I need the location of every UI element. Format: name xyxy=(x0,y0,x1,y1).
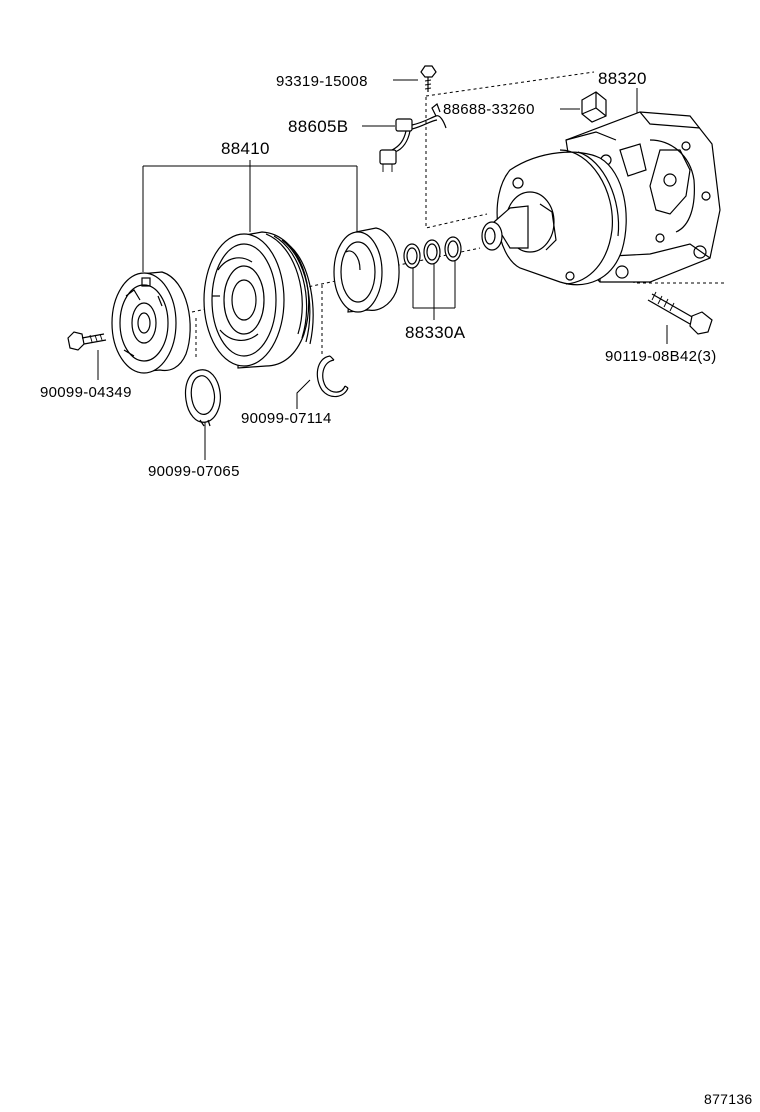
bolt-90099-04349 xyxy=(67,331,107,351)
label-88330a: 88330A xyxy=(405,323,466,342)
shims-88330a xyxy=(403,236,462,269)
label-88688-33260: 88688-33260 xyxy=(443,101,535,118)
figure-number: 877136 xyxy=(704,1091,753,1107)
label-90099-07065: 90099-07065 xyxy=(148,463,240,480)
screw-93319-15008 xyxy=(420,65,437,92)
bracket-88688-33260 xyxy=(581,91,607,123)
bearing-88410 xyxy=(333,227,400,313)
label-90099-04349: 90099-04349 xyxy=(40,384,132,401)
bolt-90119-08b42 xyxy=(647,291,713,335)
label-90119-08b42: 90119-08B42(3) xyxy=(605,348,717,365)
pulley-88410 xyxy=(203,231,314,369)
label-88320: 88320 xyxy=(598,69,647,88)
snap-ring-90099-07114 xyxy=(316,355,349,398)
shim-90099-07065 xyxy=(184,369,221,427)
compressor-88320 xyxy=(481,111,721,286)
clutch-hub-plate xyxy=(111,271,191,374)
label-88410: 88410 xyxy=(221,139,270,158)
label-90099-07114: 90099-07114 xyxy=(241,410,332,427)
wire-harness-88605b xyxy=(379,103,447,172)
label-88605b: 88605B xyxy=(288,117,348,136)
label-93319-15008: 93319-15008 xyxy=(276,73,368,90)
leader-lines xyxy=(97,79,668,460)
